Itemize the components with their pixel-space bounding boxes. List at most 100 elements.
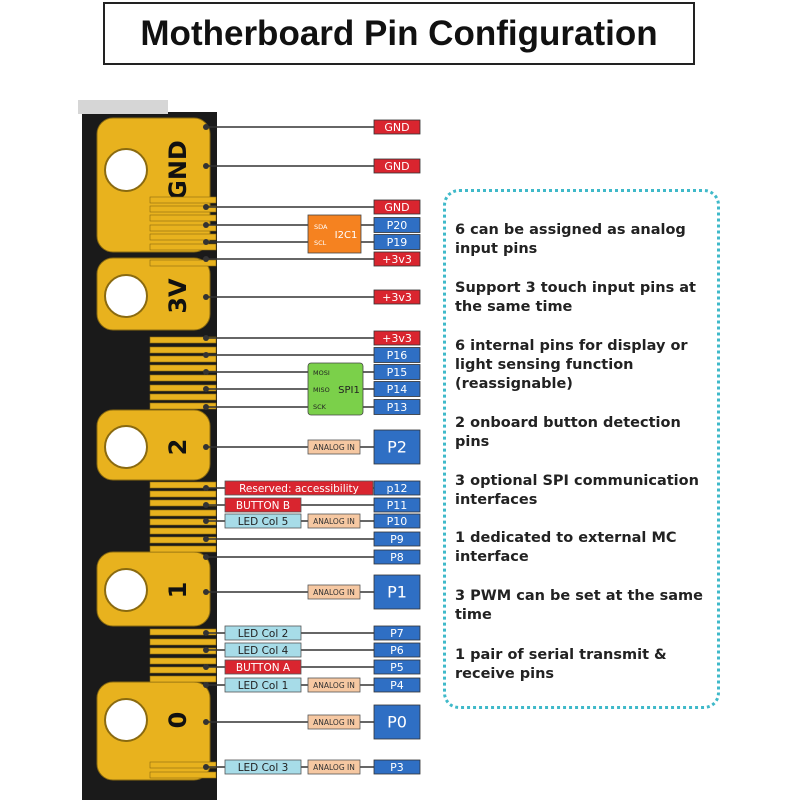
pin-dot	[203, 352, 209, 358]
pin-label: P11	[387, 499, 408, 512]
analog-in-label: ANALOG IN	[313, 681, 355, 690]
pin-tag: P16	[373, 347, 421, 363]
pcb-edge-shadow	[78, 100, 168, 114]
pin-label: P1	[387, 583, 407, 602]
pin-dot	[203, 630, 209, 636]
board-label: GND	[164, 140, 192, 200]
pin-label: P5	[390, 661, 404, 674]
pin-finger	[149, 666, 217, 674]
pin-tag: +3v3	[373, 251, 421, 267]
pin-label: +3v3	[382, 332, 412, 345]
pin-finger	[149, 196, 217, 204]
analog-in-label: ANALOG IN	[313, 763, 355, 772]
pin-tag: P10	[373, 513, 421, 529]
diagram-title: Motherboard Pin Configuration	[103, 2, 695, 65]
pin-label: P16	[387, 349, 408, 362]
pin-label: GND	[384, 121, 409, 134]
pin-dot	[203, 502, 209, 508]
analog-in-tag: ANALOG IN	[307, 584, 361, 600]
big-pad-3v: 3V	[96, 257, 211, 331]
pin-dot	[203, 589, 209, 595]
pin-tag: P4	[373, 677, 421, 693]
pin-finger	[149, 243, 217, 251]
pin-dot	[203, 369, 209, 375]
function-tag-led-col3: LED Col 3	[224, 759, 302, 775]
pin-finger	[149, 490, 217, 498]
pin-label: P7	[390, 627, 404, 640]
pin-finger	[149, 393, 217, 401]
pin-dot	[203, 682, 209, 688]
feature-item: 1 pair of serial transmit & receive pins	[455, 647, 667, 682]
pin-tag: GND	[373, 158, 421, 174]
board-label: 1	[164, 582, 192, 599]
mounting-hole	[104, 425, 148, 469]
pin-tag: P5	[373, 659, 421, 675]
big-pad-2: 2	[96, 409, 211, 481]
pin-tag: P13	[373, 399, 421, 415]
pin-finger	[149, 384, 217, 392]
pin-tag: P0	[373, 704, 421, 740]
big-pad-gnd: GND	[96, 117, 211, 253]
function-tag-reserved: Reserved: accessibility	[224, 480, 374, 496]
pin-finger	[149, 518, 217, 526]
function-tag-led-col4: LED Col 4	[224, 642, 302, 658]
pin-dot	[203, 222, 209, 228]
analog-in-label: ANALOG IN	[313, 443, 355, 452]
pin-finger	[149, 545, 217, 553]
pin-dot	[203, 518, 209, 524]
pin-label: +3v3	[382, 253, 412, 266]
analog-in-label: ANALOG IN	[313, 517, 355, 526]
analog-in-tag: ANALOG IN	[307, 439, 361, 455]
pin-label: P14	[387, 383, 408, 396]
pin-finger	[149, 364, 217, 372]
board-label: 0	[164, 712, 192, 729]
pin-dot	[203, 404, 209, 410]
pin-finger	[149, 657, 217, 665]
pin-dot	[203, 485, 209, 491]
board-edge-connector: GND 3V 2 1 0	[78, 100, 217, 800]
pin-label: P15	[387, 366, 408, 379]
pin-finger	[149, 647, 217, 655]
function-label: LED Col 4	[238, 645, 289, 657]
pin-label: P10	[387, 515, 408, 528]
pin-label: +3v3	[382, 291, 412, 304]
pin-label: P0	[387, 713, 407, 732]
pin-finger	[149, 346, 217, 354]
pin-finger	[149, 259, 217, 267]
pin-tag: P20	[373, 217, 421, 233]
pin-finger	[149, 224, 217, 232]
function-label: BUTTON B	[236, 500, 290, 512]
function-tag-button-b: BUTTON B	[224, 497, 302, 513]
pin-finger	[149, 374, 217, 382]
mounting-hole	[104, 148, 148, 192]
function-label: Reserved: accessibility	[239, 483, 359, 495]
pin-dot	[203, 124, 209, 130]
pin-finger	[149, 402, 217, 410]
mounting-hole	[104, 274, 148, 318]
function-tag-led-col1: LED Col 1	[224, 677, 302, 693]
analog-in-tag: ANALOG IN	[307, 759, 361, 775]
pin-dot	[203, 163, 209, 169]
pin-tag: P8	[373, 549, 421, 565]
features-panel	[443, 189, 720, 709]
pin-finger	[149, 499, 217, 507]
pin-finger	[149, 509, 217, 517]
pin-tag: P15	[373, 364, 421, 380]
function-label: LED Col 5	[238, 516, 289, 528]
pin-label: p12	[387, 482, 408, 495]
mounting-hole	[104, 568, 148, 612]
feature-item: 3 PWM can be set at the same time	[455, 588, 703, 623]
spi-sck-label: SCK	[313, 403, 327, 411]
pin-labels: GNDGNDGNDP20P19+3v3+3v3+3v3P16P15P14P13P…	[224, 119, 421, 775]
function-label: BUTTON A	[236, 662, 291, 674]
pin-dot	[203, 554, 209, 560]
pin-finger	[149, 481, 217, 489]
pin-dot	[203, 536, 209, 542]
function-label: LED Col 3	[238, 762, 289, 774]
big-pad-1: 1	[96, 551, 211, 627]
pin-tag: P2	[373, 429, 421, 465]
pin-dot	[203, 444, 209, 450]
pin-dot	[203, 335, 209, 341]
analog-in-label: ANALOG IN	[313, 718, 355, 727]
